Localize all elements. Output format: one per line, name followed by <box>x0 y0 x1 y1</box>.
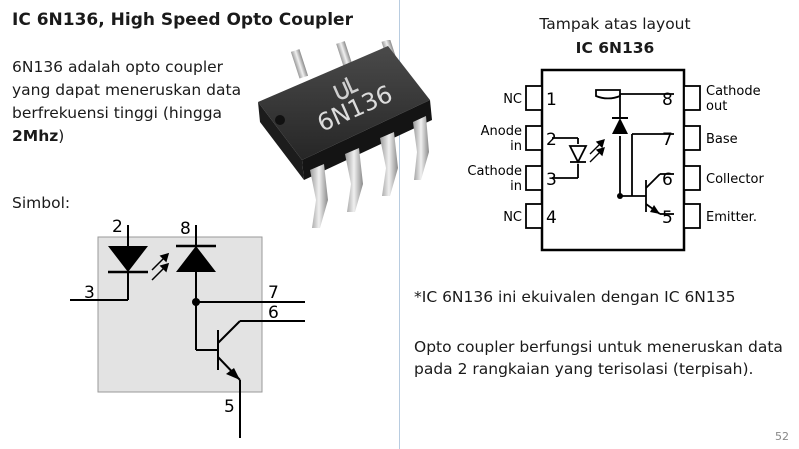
pin-1: 1 <box>525 85 557 111</box>
photodiode-icon <box>176 244 216 272</box>
symbol-junction-dot <box>192 298 200 306</box>
pin-number-3: 3 <box>546 170 557 190</box>
pin-label-3: Cathode <box>467 164 522 179</box>
pin-6: 6 <box>662 165 701 191</box>
pin-label-6: Collector <box>706 172 764 187</box>
pin-label-2: Anode <box>481 124 522 139</box>
chip-front-leads <box>310 116 429 228</box>
layout-title: Tampak atas layout <box>539 15 691 33</box>
chip-body-top <box>258 46 430 160</box>
pin-label-7: Base <box>706 132 738 147</box>
pin-number-7: 7 <box>662 130 673 150</box>
symbol-label: Simbol: <box>12 194 71 212</box>
pin-label-5: Emitter. <box>706 210 757 225</box>
pin-number-1: 1 <box>546 90 557 110</box>
pinout-photodiode-icon <box>612 118 628 134</box>
pin-2: 2 <box>525 125 557 151</box>
pinout-pin-labels: NCAnodeinCathodeinNCCathodeoutBaseCollec… <box>467 84 764 225</box>
slide-divider <box>399 0 400 449</box>
pin-label-8: Cathode <box>706 84 761 99</box>
led-diode-icon <box>108 246 148 274</box>
pin-label-3: in <box>510 179 522 194</box>
pinout-pin-boxes: 1 2 3 4 8 7 6 5 <box>525 85 701 229</box>
pin-4: 4 <box>525 203 557 229</box>
pin-number-2: 2 <box>546 130 557 150</box>
pinout-light-arrows-icon <box>589 139 605 163</box>
pinout-emitter-arrow-icon <box>650 205 660 214</box>
pin-3: 3 <box>525 165 557 191</box>
pin-number-8: 8 <box>662 90 673 110</box>
description-suffix: ) <box>58 127 65 145</box>
symbol-pin-6: 6 <box>268 303 279 323</box>
ul-logo-icon <box>332 77 359 100</box>
chip-body-front <box>302 100 432 180</box>
chip-photo: 6N136 <box>258 40 432 228</box>
layout-subtitle: IC 6N136 <box>575 39 655 57</box>
pinout-package <box>540 68 686 252</box>
description-frequency: 2Mhz <box>12 127 59 145</box>
light-arrows-icon <box>151 252 170 281</box>
pin-label-8: out <box>706 99 727 114</box>
pin-number-6: 6 <box>662 170 673 190</box>
slide-title: IC 6N136, High Speed Opto Coupler <box>12 10 353 30</box>
pinout-led-icon <box>568 145 588 165</box>
pinout-internal-wires <box>552 89 674 215</box>
pin-label-4: NC <box>503 210 522 225</box>
pin-number-5: 5 <box>662 208 673 228</box>
symbol-pin-7: 7 <box>268 283 279 303</box>
pin-label-1: NC <box>503 92 522 107</box>
symbol-pin-3: 3 <box>84 283 95 303</box>
pin-5: 5 <box>662 203 701 229</box>
pin-8: 8 <box>662 85 701 111</box>
pin-number-4: 4 <box>546 208 557 228</box>
layout-heading: Tampak atas layout IC 6N136 <box>520 12 710 60</box>
pin-label-2: in <box>510 139 522 154</box>
symbol-pin-2: 2 <box>112 217 123 237</box>
chip-body-side <box>258 102 304 180</box>
function-text: Opto coupler berfungsi untuk meneruskan … <box>414 338 783 378</box>
description: 6N136 adalah opto coupler yang dapat men… <box>12 56 252 148</box>
equivalence-note: *IC 6N136 ini ekuivalen dengan IC 6N135 <box>414 288 736 306</box>
optocoupler-symbol: 2 8 3 7 6 5 <box>70 217 305 438</box>
symbol-pin-8: 8 <box>180 219 191 239</box>
pin-7: 7 <box>662 125 701 151</box>
emitter-arrow-icon <box>226 368 240 380</box>
symbol-pin-5: 5 <box>224 397 235 417</box>
page-number: 52 <box>775 430 789 443</box>
chip-pin1-dot <box>275 115 285 125</box>
pinout-junction-dot <box>617 193 623 199</box>
description-text: 6N136 adalah opto coupler yang dapat men… <box>12 58 242 122</box>
